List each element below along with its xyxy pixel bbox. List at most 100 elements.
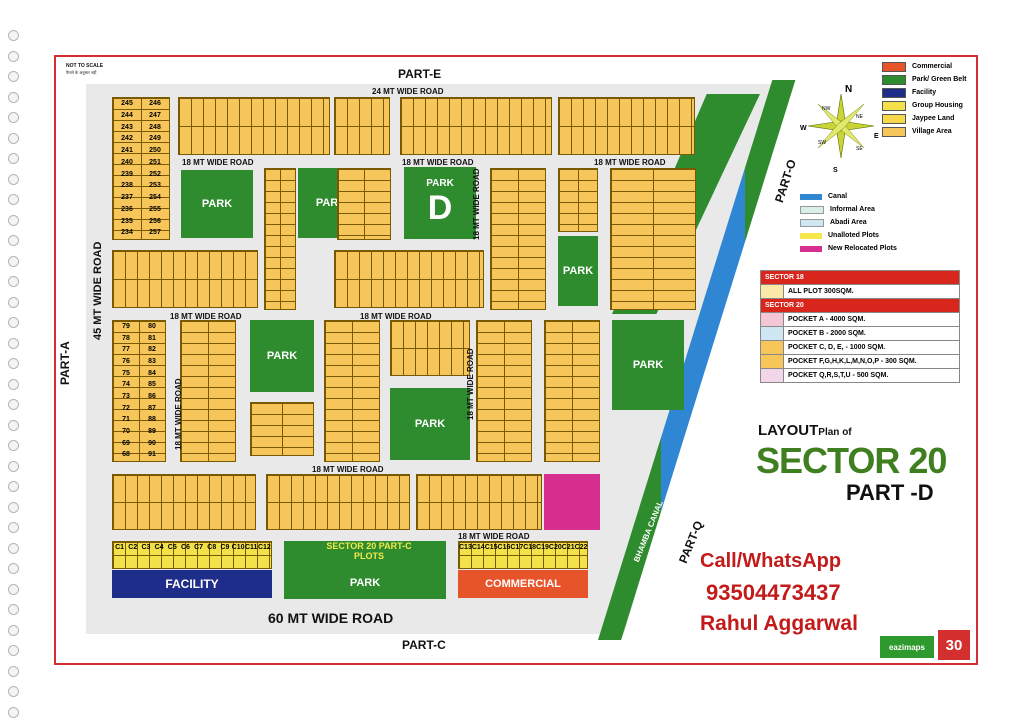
park-6: PARK bbox=[612, 320, 684, 410]
plot-number: 70 bbox=[122, 427, 130, 435]
plot-number: 84 bbox=[148, 369, 156, 377]
compass-icon: N S E W NE NW SE SW bbox=[800, 84, 879, 174]
plot-number: C5 bbox=[167, 544, 177, 551]
plot-number: 255 bbox=[149, 205, 161, 213]
plot-block-j bbox=[180, 320, 236, 462]
legend-swatch bbox=[800, 193, 822, 200]
commercial-block: COMMERCIAL bbox=[458, 570, 588, 598]
plot-number: 80 bbox=[148, 323, 156, 330]
plot-block-k bbox=[250, 402, 314, 456]
park-4: PARK bbox=[250, 320, 314, 392]
title-layout-word: LAYOUT bbox=[758, 422, 819, 439]
plot-number: 75 bbox=[122, 369, 130, 377]
compass-se: SE bbox=[856, 146, 863, 152]
plot-number: C14 bbox=[471, 544, 485, 551]
plot-block-r bbox=[416, 474, 542, 530]
pocket-row: POCKET B - 2000 SQM. bbox=[783, 326, 960, 341]
plot-number: 90 bbox=[148, 439, 156, 447]
legend-swatch bbox=[882, 87, 906, 98]
plot-number: 87 bbox=[148, 404, 156, 412]
compass-n: N bbox=[845, 84, 852, 95]
park-d-park-label: PARK bbox=[426, 178, 454, 189]
plot-number: 239 bbox=[121, 170, 133, 178]
plot-number: 248 bbox=[149, 123, 161, 131]
pocket-row: POCKET C, D, E, - 1000 SQM. bbox=[783, 340, 960, 355]
legend-label: Park/ Green Belt bbox=[912, 76, 967, 83]
plot-number: C9 bbox=[220, 544, 230, 551]
plot-number: 76 bbox=[122, 357, 130, 365]
not-to-scale: NOT TO SCALE bbox=[66, 63, 104, 69]
plot-number: 252 bbox=[149, 170, 161, 178]
plot-number: 81 bbox=[148, 334, 156, 342]
road-18-9: 18 MT WIDE ROAD bbox=[312, 465, 384, 474]
title-sector: SECTOR 20 bbox=[756, 440, 947, 481]
plot-number: C8 bbox=[207, 544, 217, 551]
plot-block-n bbox=[476, 320, 532, 462]
sector18-row: ALL PLOT 300SQM. bbox=[783, 284, 960, 299]
plot-number: 89 bbox=[148, 427, 156, 435]
road-18-10: 18 MT WIDE ROAD bbox=[458, 532, 530, 541]
plot-number: 85 bbox=[148, 381, 156, 389]
sector20-header: SECTOR 20 bbox=[760, 298, 960, 313]
plot-number: 241 bbox=[121, 147, 133, 154]
bottom-road-label: 60 MT WIDE ROAD bbox=[268, 610, 394, 626]
legend-label: Abadi Area bbox=[830, 219, 867, 226]
legend-swatch bbox=[800, 218, 824, 227]
plot-number: 249 bbox=[149, 135, 161, 143]
legend-swatch bbox=[882, 74, 906, 85]
road-18-8: 18 MT WIDE ROAD bbox=[466, 348, 475, 420]
compass-s: S bbox=[833, 167, 838, 174]
plot-number: C6 bbox=[180, 544, 190, 551]
plot-number: C12 bbox=[257, 544, 271, 551]
plot-number: 82 bbox=[148, 346, 156, 354]
title-layout: LAYOUTPlan of bbox=[758, 422, 852, 439]
eazimaps-logo: eazimaps bbox=[880, 636, 934, 658]
plot-number: C15 bbox=[484, 544, 498, 551]
plot-number: C19 bbox=[536, 544, 549, 551]
plot-number: C4 bbox=[154, 544, 164, 551]
plot-number: 256 bbox=[149, 217, 161, 225]
legend-swatch bbox=[882, 100, 906, 111]
facility-block: FACILITY bbox=[112, 570, 272, 598]
legend-swatch bbox=[800, 232, 822, 239]
legend-label: Group Housing bbox=[912, 102, 963, 109]
legend-label: Village Area bbox=[912, 128, 952, 135]
part-e-label: PART-E bbox=[398, 67, 442, 81]
plot-number: 77 bbox=[122, 346, 130, 354]
legend-swatch bbox=[882, 113, 906, 124]
plot-number: C7 bbox=[194, 544, 204, 551]
plot-number: C11 bbox=[245, 544, 258, 551]
plot-number: C13 bbox=[459, 544, 472, 551]
plot-number: C1 bbox=[115, 544, 125, 551]
park-7: PARK bbox=[284, 541, 446, 599]
plot-block-q bbox=[266, 474, 410, 530]
legend-swatch bbox=[800, 245, 822, 252]
road-18-1: 18 MT WIDE ROAD bbox=[182, 158, 254, 167]
contact-call: Call/WhatsApp bbox=[700, 550, 842, 572]
part-a-label: PART-A bbox=[58, 341, 72, 385]
plot-number: 68 bbox=[122, 451, 130, 459]
legend-swatch bbox=[882, 126, 906, 137]
compass-sw: SW bbox=[818, 140, 826, 146]
plot-block-i bbox=[334, 250, 484, 308]
plot-number: 69 bbox=[122, 439, 130, 447]
legend-label: New Relocated Plots bbox=[828, 245, 897, 252]
left-road-label: 45 MT WIDE ROAD bbox=[92, 241, 104, 340]
park-d-letter: D bbox=[427, 189, 453, 227]
title-plan-of: Plan of bbox=[818, 427, 852, 438]
plot-number: 254 bbox=[149, 194, 161, 201]
road-18-5: 18 MT WIDE ROAD bbox=[170, 312, 242, 321]
plot-number: 71 bbox=[122, 416, 130, 424]
plot-block-m bbox=[390, 320, 470, 376]
plot-block-o bbox=[544, 320, 600, 462]
plot-number: C10 bbox=[231, 544, 245, 551]
plot-number: 244 bbox=[121, 111, 133, 119]
compass-nw: NW bbox=[822, 106, 831, 112]
plot-number: C22 bbox=[574, 544, 588, 551]
plot-block-e bbox=[490, 168, 546, 310]
plot-block-h bbox=[112, 250, 258, 308]
